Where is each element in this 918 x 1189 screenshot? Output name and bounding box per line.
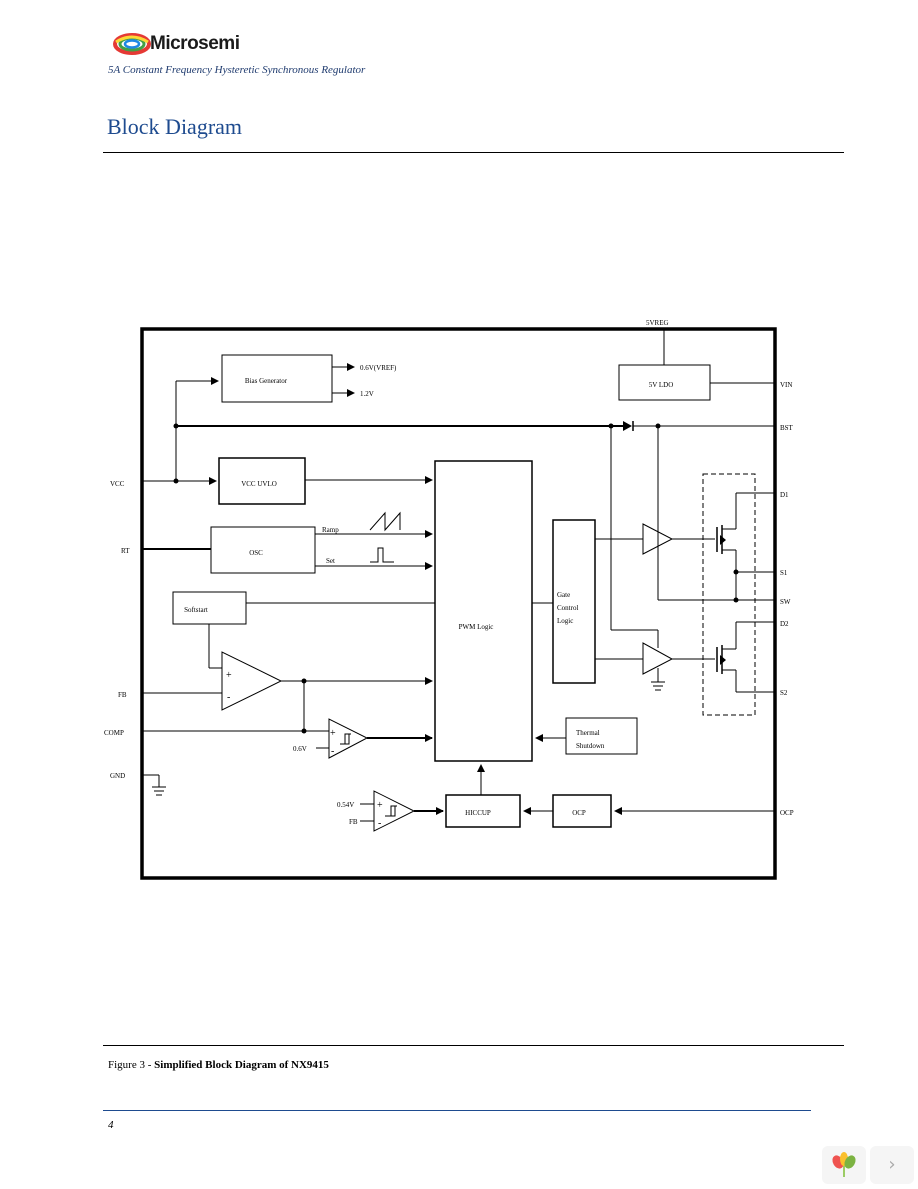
pin-ocp: OCP <box>780 809 794 817</box>
section-title: Block Diagram <box>107 114 243 139</box>
bias-generator-block <box>221 354 333 403</box>
caption-label: Figure 3 - <box>108 1059 155 1071</box>
comp-ref-label: 0.6V <box>293 745 307 753</box>
softstart-block <box>172 591 247 625</box>
comp-comparator <box>328 718 369 759</box>
error-amplifier <box>221 651 283 711</box>
pwm-logic-label: PWM Logic <box>459 623 494 631</box>
gate-control-block <box>552 519 596 684</box>
hiccup-label: HICCUP <box>465 809 491 817</box>
pin-sw: SW <box>780 598 791 606</box>
hiccup-comparator <box>373 790 416 832</box>
pin-vin: VIN <box>780 381 792 389</box>
pin-5vreg: 5VREG <box>646 319 669 327</box>
ocp-block <box>552 794 612 828</box>
pin-vcc: VCC <box>110 480 125 488</box>
hiccup-comparator-plus: + <box>377 800 383 811</box>
gate-control-label-3: Logic <box>557 617 573 625</box>
osc-block <box>210 526 316 574</box>
set-label: Set <box>326 557 335 565</box>
viewer-flower-icon[interactable] <box>822 1146 866 1184</box>
hiccup-block <box>445 794 521 828</box>
footer-divider <box>103 1110 811 1111</box>
gate-control-label-1: Gate <box>557 591 570 599</box>
hiccup-ref-label: 0.54V <box>337 801 354 809</box>
pin-bst: BST <box>780 424 794 432</box>
hiccup-comparator-minus: - <box>378 818 381 829</box>
bias-generator-label: Bias Generator <box>245 377 288 385</box>
pin-d1: D1 <box>780 491 789 499</box>
ocp-label: OCP <box>572 809 586 817</box>
pin-fb: FB <box>118 691 127 699</box>
pin-comp: COMP <box>104 729 124 737</box>
vcc-uvlo-label: VCC UVLO <box>241 480 277 488</box>
brand-name: Microsemi <box>150 33 240 54</box>
osc-label: OSC <box>249 549 263 557</box>
header-divider <box>103 152 844 153</box>
page-number: 4 <box>108 1119 114 1131</box>
error-amp-plus: + <box>226 670 232 681</box>
pin-d2: D2 <box>780 620 789 628</box>
pwm-logic-block <box>434 460 533 762</box>
pin-gnd: GND <box>110 772 125 780</box>
low-side-driver <box>642 642 674 675</box>
ramp-label: Ramp <box>322 526 339 534</box>
caption-divider <box>103 1045 844 1046</box>
caption-title: Simplified Block Diagram of NX9415 <box>154 1059 329 1071</box>
microsemi-logo-icon <box>113 33 151 55</box>
vcc-uvlo-block <box>218 457 306 505</box>
error-amp-minus: - <box>227 692 230 703</box>
ldo-label: 5V LDO <box>649 381 674 389</box>
comp-comparator-plus: + <box>330 728 336 739</box>
comp-comparator-minus: - <box>331 746 334 757</box>
chip-outline <box>140 327 777 880</box>
thermal-label-1: Thermal <box>576 729 600 737</box>
document-subtitle: 5A Constant Frequency Hysteretic Synchro… <box>108 64 366 76</box>
thermal-shutdown-block <box>565 717 638 755</box>
pin-rt: RT <box>121 547 130 555</box>
vref-output-label: 0.6V(VREF) <box>360 364 397 372</box>
gate-control-label-2: Control <box>557 604 578 612</box>
pin-s1: S1 <box>780 569 788 577</box>
power-stage-outline <box>702 473 756 716</box>
chevron-right-icon[interactable]: › <box>870 1146 914 1184</box>
hiccup-fb-label: FB <box>349 818 358 826</box>
v12-output-label: 1.2V <box>360 390 374 398</box>
pin-s2: S2 <box>780 689 788 697</box>
softstart-label: Softstart <box>184 606 208 614</box>
thermal-label-2: Shutdown <box>576 742 605 750</box>
figure-caption: Figure 3 - Simplified Block Diagram of N… <box>108 1059 329 1071</box>
